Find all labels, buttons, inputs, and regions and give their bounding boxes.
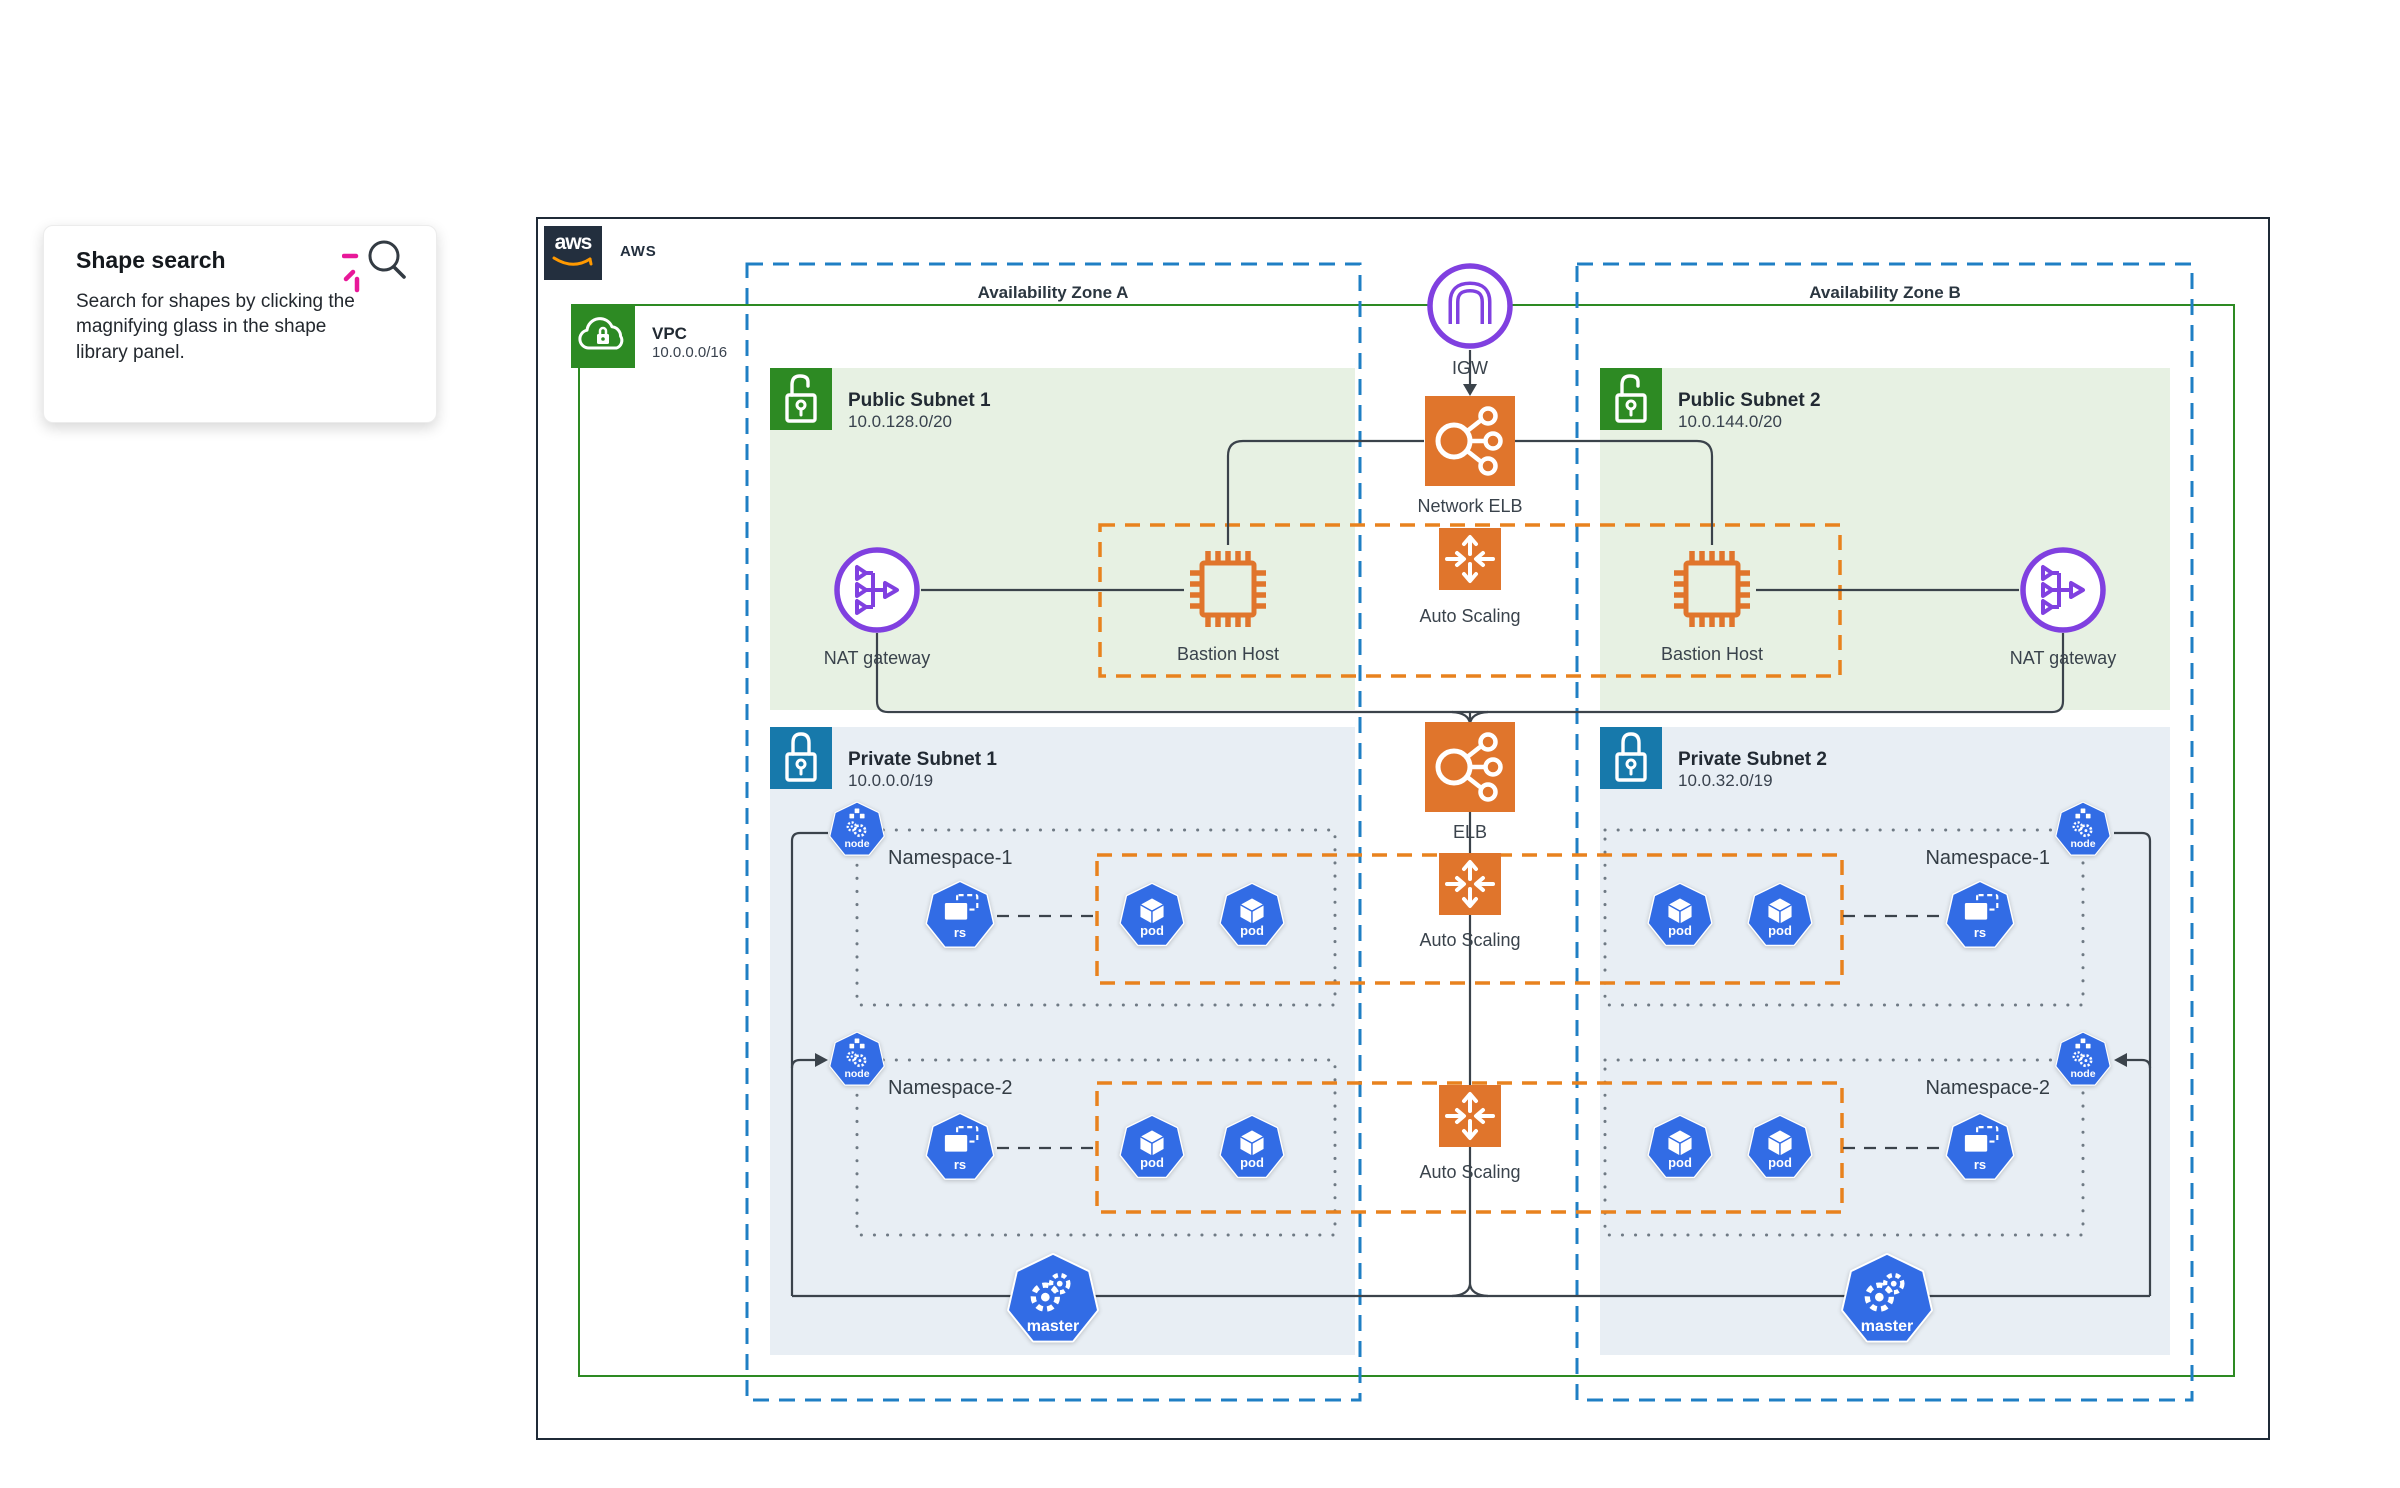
elb-label: ELB — [1453, 822, 1487, 843]
zone-b-label: Availability Zone B — [1809, 283, 1960, 303]
namespace-1-right-label: Namespace-1 — [1810, 847, 2050, 870]
pod-heptagon — [1118, 882, 1186, 950]
k8s-pod-icon[interactable]: pod — [1218, 1114, 1286, 1182]
k8s-replicaset-icon[interactable]: rs — [924, 1112, 996, 1184]
pod-heptagon — [1218, 882, 1286, 950]
bastion-host-2-label: Bastion Host — [1661, 644, 1763, 665]
k8s-node-icon[interactable]: node — [2054, 801, 2112, 859]
shape-search-callout: Shape search Search for shapes by clicki… — [43, 225, 437, 423]
node-label: node — [828, 1068, 886, 1080]
nat-gateway-1-label: NAT gateway — [824, 648, 930, 669]
pod-label: pod — [1746, 923, 1814, 938]
pod-label: pod — [1646, 1155, 1714, 1170]
master-label: master — [1839, 1318, 1935, 1336]
nat-gateway-2-label: NAT gateway — [2010, 648, 2116, 669]
auto-scaling-2-label: Auto Scaling — [1419, 930, 1520, 951]
k8s-master-icon[interactable]: master — [1005, 1252, 1101, 1348]
private-subnet-1-title: Private Subnet 1 — [848, 749, 997, 771]
node-heptagon — [828, 1031, 886, 1089]
node-label: node — [2054, 1068, 2112, 1080]
private-subnet-1-cidr: 10.0.0.0/19 — [848, 771, 933, 791]
node-heptagon — [2054, 1031, 2112, 1089]
namespace-2-right-label: Namespace-2 — [1810, 1077, 2050, 1100]
public-subnet-1-title: Public Subnet 1 — [848, 390, 991, 412]
public-subnet-1-cidr: 10.0.128.0/20 — [848, 412, 952, 432]
rs-heptagon — [1944, 880, 2016, 952]
k8s-pod-icon[interactable]: pod — [1218, 882, 1286, 950]
igw-label: IGW — [1452, 358, 1488, 379]
k8s-replicaset-icon[interactable]: rs — [1944, 880, 2016, 952]
pod-label: pod — [1218, 1155, 1286, 1170]
auto-scaling-3-label: Auto Scaling — [1419, 1162, 1520, 1183]
k8s-master-icon[interactable]: master — [1839, 1252, 1935, 1348]
rs-label: rs — [1944, 1157, 2016, 1172]
pod-label: pod — [1118, 923, 1186, 938]
pod-heptagon — [1746, 1114, 1814, 1182]
pod-heptagon — [1746, 882, 1814, 950]
private-subnet-2-title: Private Subnet 2 — [1678, 749, 1827, 771]
pod-heptagon — [1646, 1114, 1714, 1182]
rs-heptagon — [1944, 1112, 2016, 1184]
sparkle-ticks — [344, 256, 357, 290]
rs-heptagon — [924, 1112, 996, 1184]
pod-heptagon — [1646, 882, 1714, 950]
node-heptagon — [828, 801, 886, 859]
k8s-pod-icon[interactable]: pod — [1646, 882, 1714, 950]
callout-title: Shape search — [76, 247, 226, 274]
k8s-pod-icon[interactable]: pod — [1646, 1114, 1714, 1182]
rs-label: rs — [924, 1157, 996, 1172]
k8s-node-icon[interactable]: node — [2054, 1031, 2112, 1089]
rs-heptagon — [924, 880, 996, 952]
pod-heptagon — [1218, 1114, 1286, 1182]
k8s-replicaset-icon[interactable]: rs — [924, 880, 996, 952]
node-heptagon — [2054, 801, 2112, 859]
pod-label: pod — [1118, 1155, 1186, 1170]
namespace-1-left-label: Namespace-1 — [888, 847, 1013, 870]
pod-label: pod — [1746, 1155, 1814, 1170]
vpc-cidr: 10.0.0.0/16 — [652, 344, 727, 361]
k8s-pod-icon[interactable]: pod — [1746, 1114, 1814, 1182]
zone-a-label: Availability Zone A — [978, 283, 1129, 303]
pod-label: pod — [1646, 923, 1714, 938]
aws-container-label: AWS — [620, 243, 657, 260]
node-label: node — [2054, 838, 2112, 850]
public-subnet-2-cidr: 10.0.144.0/20 — [1678, 412, 1782, 432]
k8s-replicaset-icon[interactable]: rs — [1944, 1112, 2016, 1184]
public-subnet-2-title: Public Subnet 2 — [1678, 390, 1821, 412]
node-label: node — [828, 838, 886, 850]
k8s-node-icon[interactable]: node — [828, 801, 886, 859]
namespace-2-left-label: Namespace-2 — [888, 1077, 1013, 1100]
master-label: master — [1005, 1318, 1101, 1336]
private-subnet-2-cidr: 10.0.32.0/19 — [1678, 771, 1773, 791]
k8s-pod-icon[interactable]: pod — [1118, 882, 1186, 950]
callout-body: Search for shapes by clicking the magnif… — [76, 289, 368, 365]
vpc-title: VPC — [652, 324, 687, 344]
k8s-pod-icon[interactable]: pod — [1746, 882, 1814, 950]
rs-label: rs — [1944, 925, 2016, 940]
network-elb-label: Network ELB — [1417, 496, 1522, 517]
auto-scaling-1-label: Auto Scaling — [1419, 606, 1520, 627]
rs-label: rs — [924, 925, 996, 940]
k8s-node-icon[interactable]: node — [828, 1031, 886, 1089]
aws-logo-text: aws — [544, 226, 602, 260]
magnifier-icon — [342, 234, 412, 294]
pod-heptagon — [1118, 1114, 1186, 1182]
aws-logo: aws — [544, 226, 602, 280]
pod-label: pod — [1218, 923, 1286, 938]
k8s-pod-icon[interactable]: pod — [1118, 1114, 1186, 1182]
bastion-host-1-label: Bastion Host — [1177, 644, 1279, 665]
